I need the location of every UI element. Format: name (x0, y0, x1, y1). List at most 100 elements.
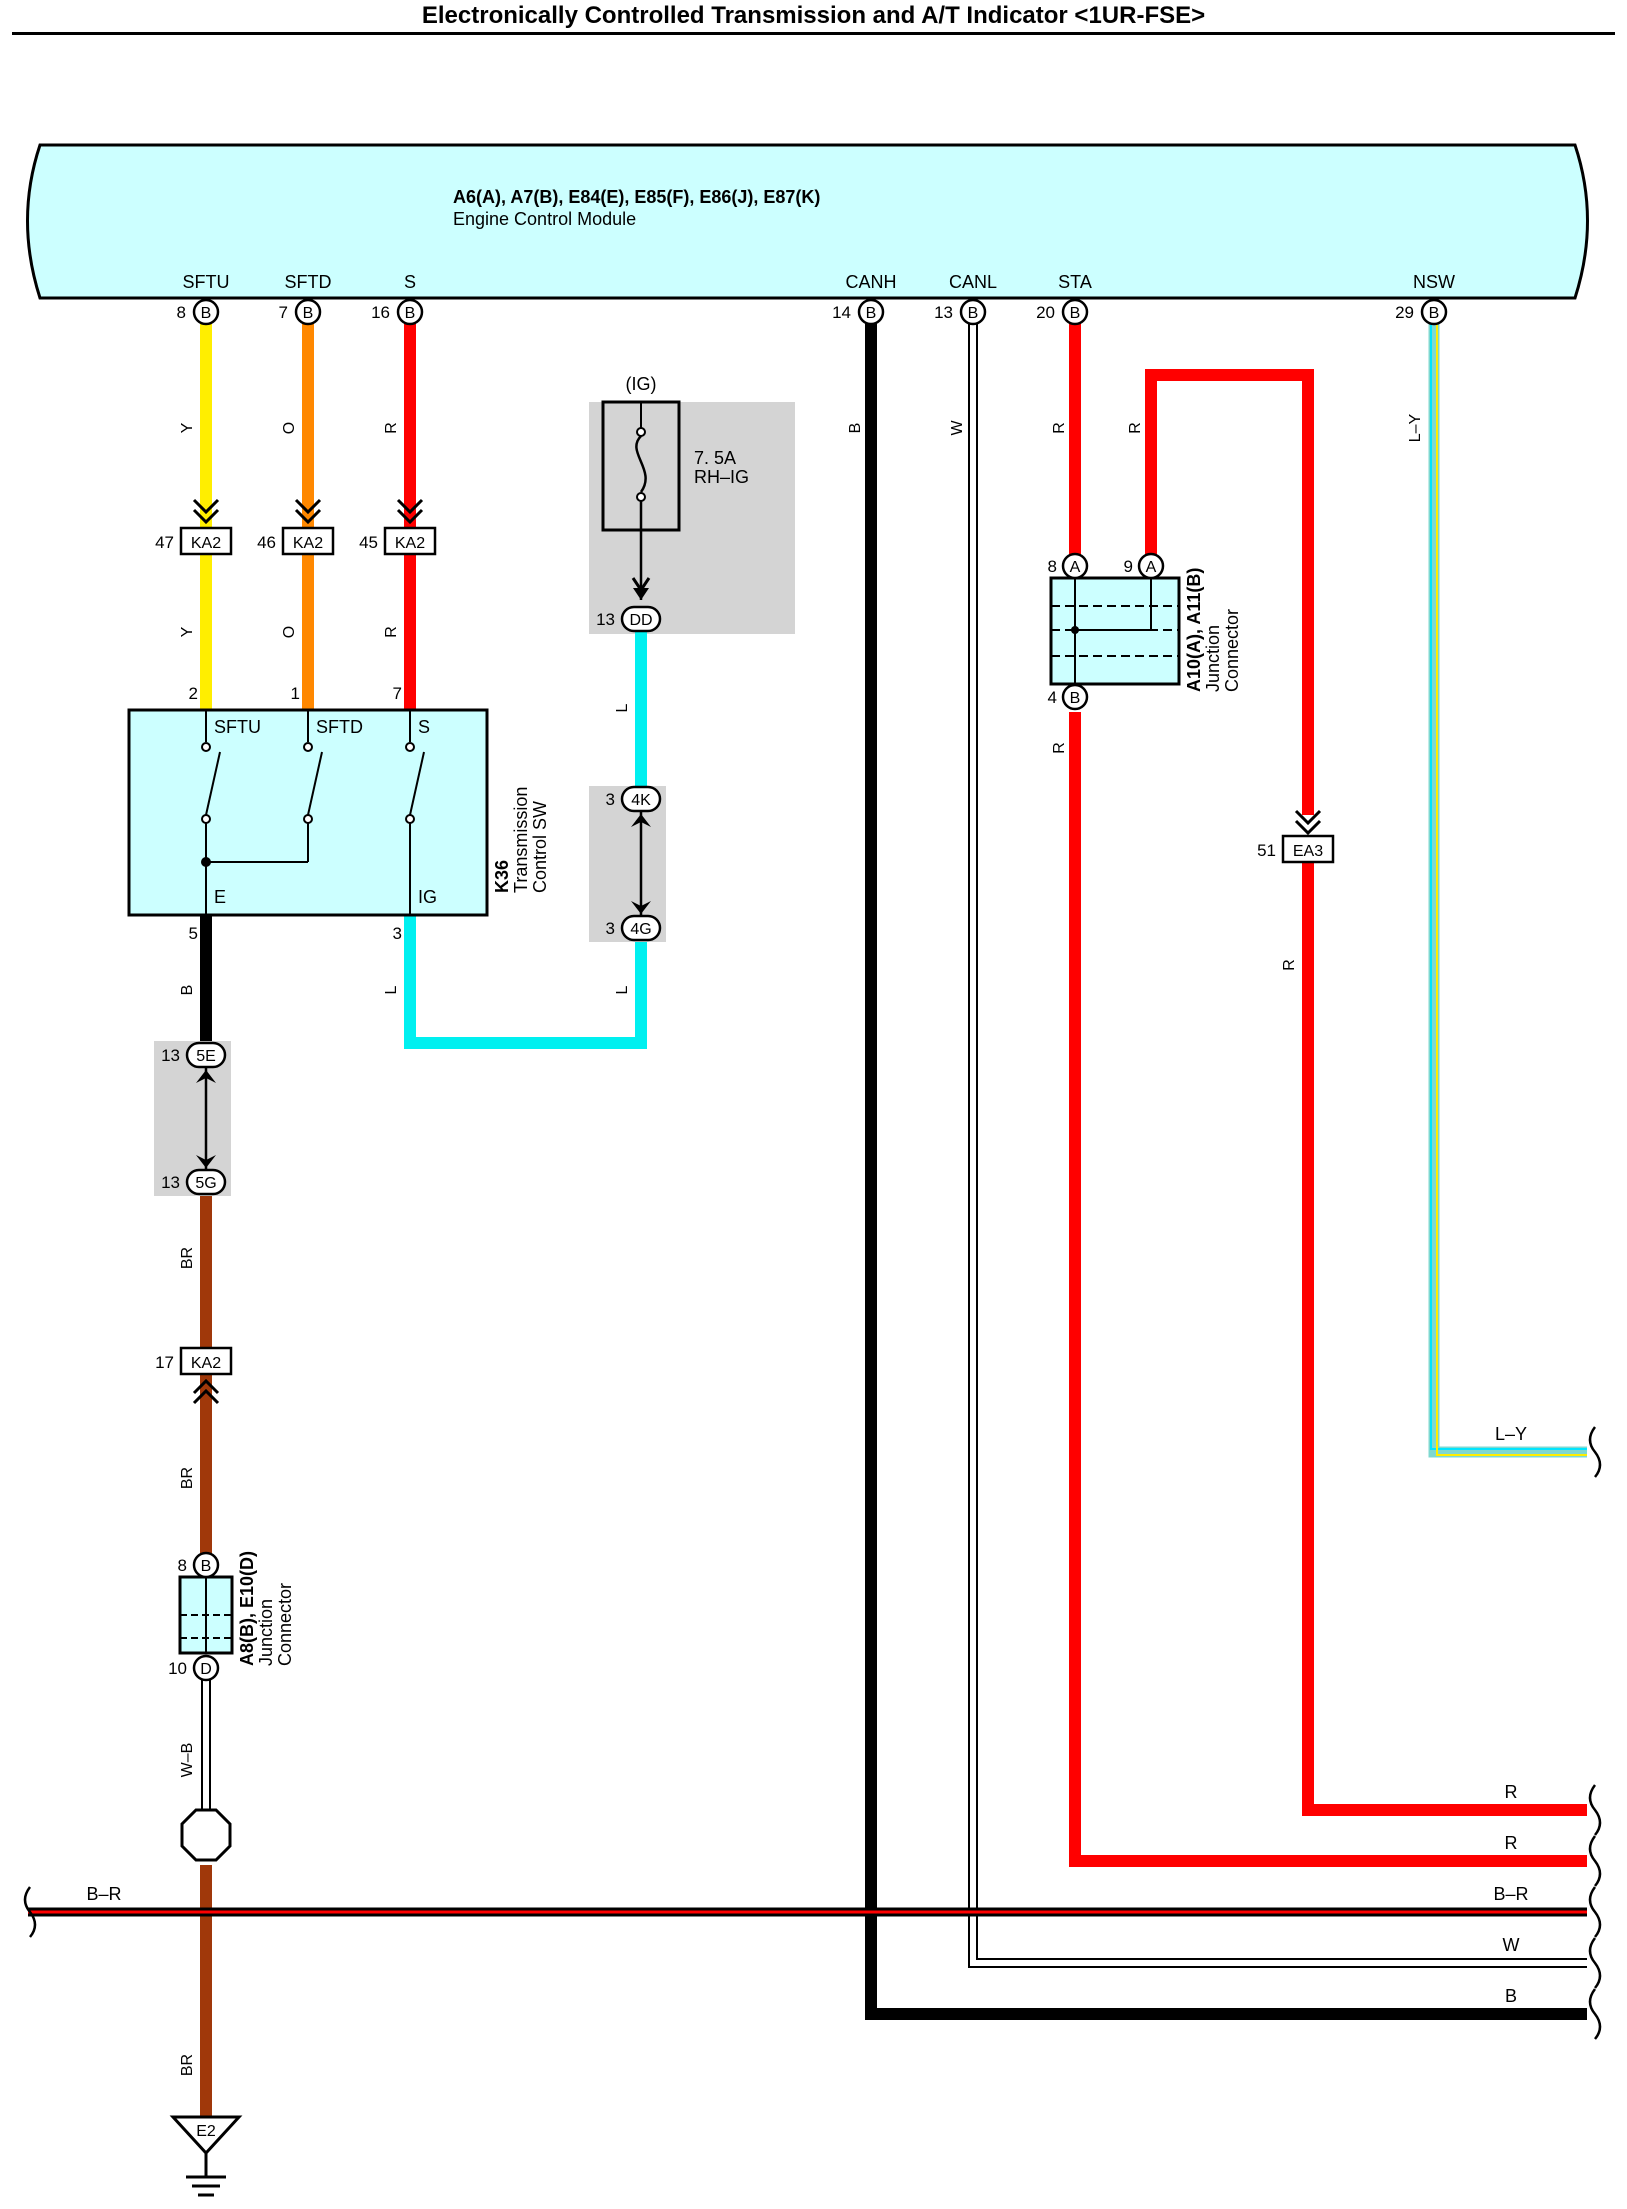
jc-a10-pin8 (1061, 552, 1089, 580)
wire-sta-lower (1069, 712, 1587, 1867)
jc-a10-code: A10(A), A11(B) (1184, 568, 1204, 692)
j4g-pin: 3 (606, 919, 615, 938)
jc-a10-pin9 (1137, 552, 1165, 580)
fuse-arrow (633, 588, 649, 600)
ka2-45-pin: 45 (359, 533, 378, 552)
dd-pin: 13 (596, 610, 615, 629)
j4-arrow-down (631, 901, 651, 914)
k36-name2: Control SW (530, 801, 550, 893)
ecm-conn-sftu: B (201, 305, 212, 322)
br-bus-left-label: B–R (86, 1884, 121, 1904)
fuse-supply: (IG) (626, 374, 657, 394)
ecm-conn-s: B (405, 305, 416, 322)
ground-icon (186, 2153, 226, 2197)
wc-ea3-out: R (1281, 959, 1298, 971)
ecm-label-sftd: SFTD (285, 272, 332, 292)
edge-label-br: B–R (1493, 1884, 1528, 1904)
jc-a10-dot (1071, 626, 1079, 634)
fuse-icon (635, 435, 647, 493)
ecm-label-sftu: SFTU (183, 272, 230, 292)
fuse-rating: 7. 5A (694, 448, 736, 468)
k36-label-ig: IG (418, 887, 437, 907)
jc-a10-conn9: A (1146, 559, 1157, 576)
continuation-marks (23, 1426, 1602, 2040)
k36-pin-ig: 3 (393, 924, 402, 943)
j5g-conn: 5G (195, 1175, 216, 1192)
k36-code: K36 (492, 860, 512, 893)
jc-a8-pin8 (192, 1551, 220, 1579)
wc-s-top: R (383, 422, 400, 434)
j5g-pin: 13 (161, 1173, 180, 1192)
ecm-name: Engine Control Module (453, 209, 636, 229)
jc-a10-internals (1051, 578, 1179, 684)
wc-sta-branch: R (1127, 422, 1144, 434)
wc-wb: W–B (179, 1743, 196, 1778)
wire-nsw-b (1436, 323, 1587, 1456)
j4-arrow-up (631, 814, 651, 827)
ecm-box (26, 143, 1589, 300)
jc-a8-line2: Connector (275, 1583, 295, 1666)
wc-e-out: B (179, 985, 196, 996)
jc-a8-internals (180, 1577, 232, 1653)
ecm-label-canl: CANL (949, 272, 997, 292)
k36-pin-s: 7 (393, 684, 402, 703)
wc-ig-left: L (383, 985, 400, 994)
ecm-pin-canl: 13 (934, 303, 953, 322)
ecm-pin-nsw: 29 (1395, 303, 1414, 322)
splice-octagon (180, 1808, 232, 1862)
jc-a8-pin10-num: 10 (168, 1659, 187, 1678)
fuse-arrow-2 (631, 577, 651, 593)
wc-br3: BR (179, 2054, 196, 2076)
fuse-name: RH–IG (694, 467, 749, 487)
page-title: Electronically Controlled Transmission a… (421, 2, 1206, 29)
edge-label-r2: R (1505, 1833, 1518, 1853)
wc-canh: B (847, 423, 864, 434)
ecm-pin-sftu: 8 (177, 303, 186, 322)
wc-s-mid: R (383, 626, 400, 638)
k36-label-e: E (214, 887, 226, 907)
j5-arrow-up (196, 1070, 216, 1083)
wc-ig-right: L (614, 985, 631, 994)
ecm-pins (192, 298, 1448, 326)
j5-arrow-down (196, 1155, 216, 1168)
wc-sftu-top: Y (179, 422, 196, 433)
wc-sta: R (1051, 422, 1068, 434)
wc-sftu-mid: Y (179, 626, 196, 637)
k36-label-s: S (418, 717, 430, 737)
ka2-47-pin: 47 (155, 533, 174, 552)
ecm-conn-sta: B (1070, 305, 1081, 322)
ecm-connectors: A6(A), A7(B), E84(E), E85(F), E86(J), E8… (453, 187, 820, 207)
jc-a10-conn4: B (1070, 690, 1081, 707)
wire-nsw-outer (1428, 323, 1587, 1458)
jc-a8-pin8-num: 8 (178, 1556, 187, 1575)
wc-br2: BR (179, 1467, 196, 1489)
j4k-pin: 3 (606, 790, 615, 809)
k36-junction-dot (201, 857, 211, 867)
fuse-node-top (636, 427, 646, 437)
wc-br1: BR (179, 1247, 196, 1269)
j5e-pin: 13 (161, 1046, 180, 1065)
wc-fuse-out: L (614, 703, 631, 712)
j4k-connector (620, 785, 662, 813)
ka2-17-arrow (192, 1378, 220, 1405)
ecm-pin-sta: 20 (1036, 303, 1055, 322)
jc-a8-code: A8(B), E10(D) (237, 1551, 257, 1666)
ground-e2-label: E2 (196, 2123, 216, 2140)
ecm-conn-canh: B (866, 305, 877, 322)
wire-ig (404, 915, 647, 1049)
ka2-47-name: KA2 (191, 535, 221, 552)
ecm-pin-s: 16 (371, 303, 390, 322)
wire-sta-branch (1145, 369, 1314, 815)
ecm-label-sta: STA (1058, 272, 1092, 292)
jc-a10-pin8-num: 8 (1048, 557, 1057, 576)
k36-switches (201, 710, 425, 915)
title-rule (12, 32, 1615, 35)
fuse-shade (589, 402, 795, 634)
edge-label-b: B (1505, 1986, 1517, 2006)
ka2-45-name: KA2 (395, 535, 425, 552)
jc-a8-line1: Junction (256, 1599, 276, 1666)
ka2-46-pin: 46 (257, 533, 276, 552)
edge-label-w: W (1503, 1935, 1520, 1955)
k36-pin-sftu: 2 (189, 684, 198, 703)
